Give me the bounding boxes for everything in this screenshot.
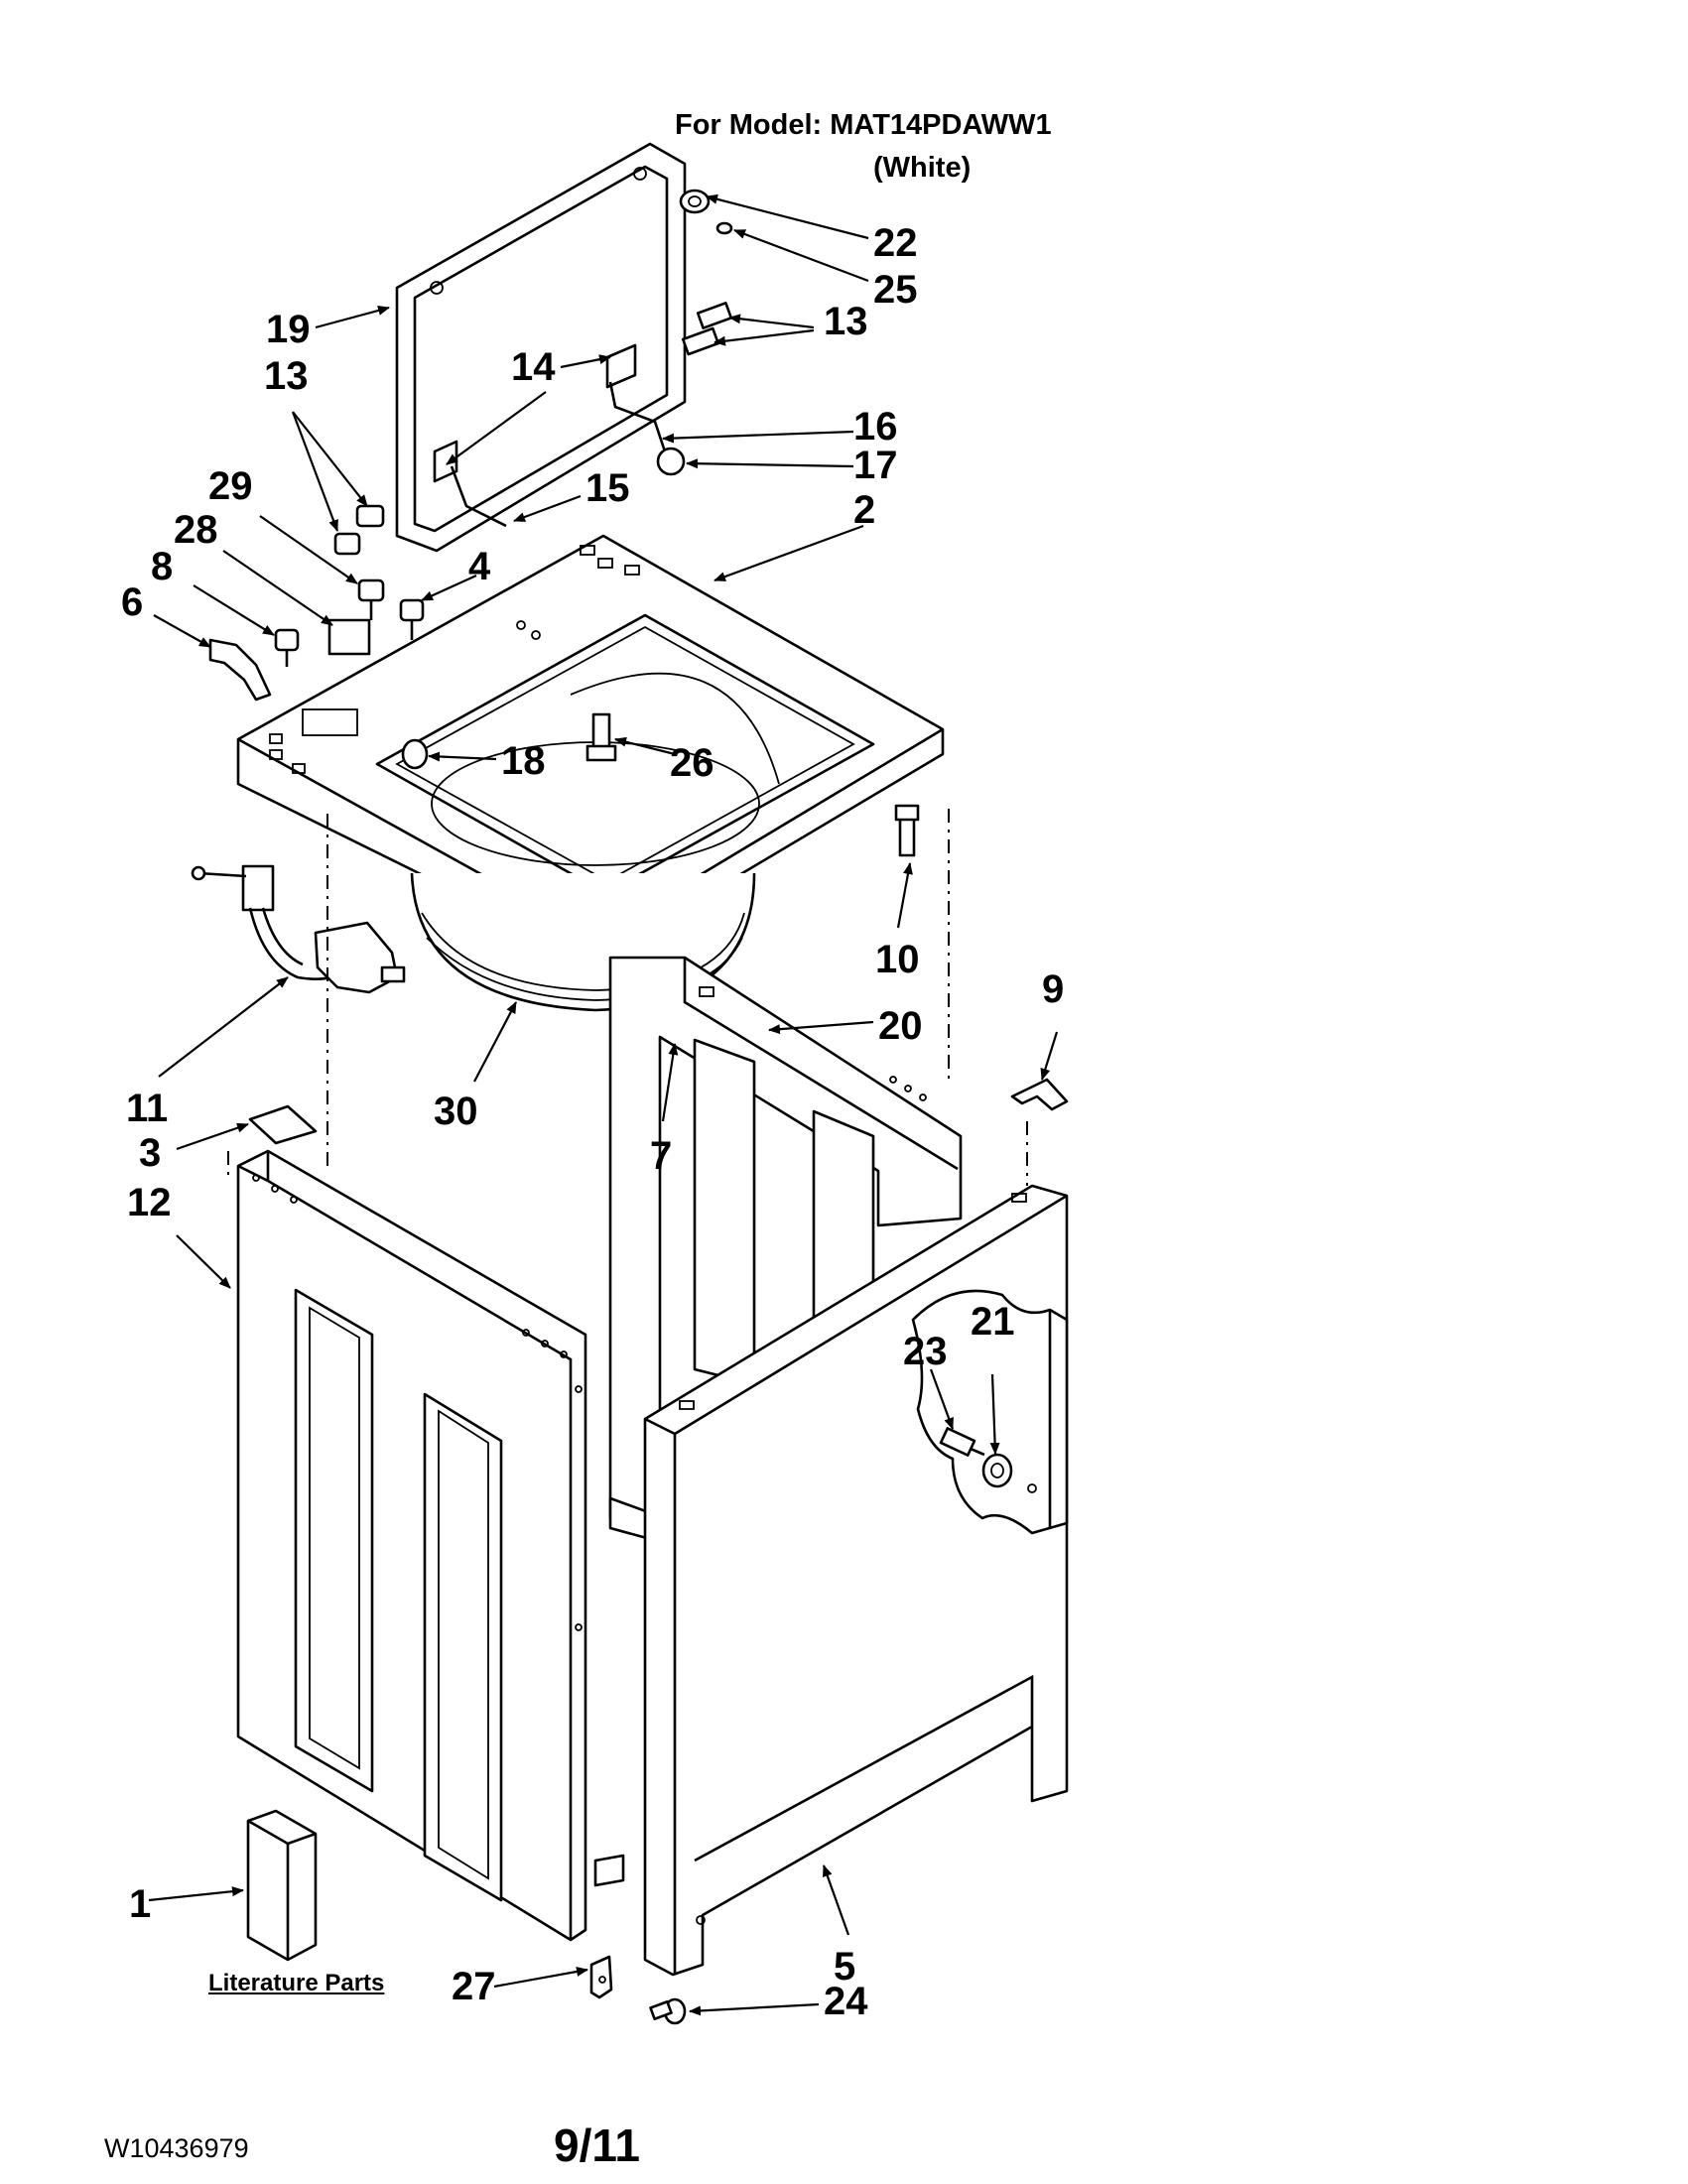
- lid-switch-harness: [191, 864, 406, 994]
- callout: 17: [853, 444, 898, 487]
- callout: 25: [873, 268, 918, 312]
- color-heading: (White): [873, 152, 972, 184]
- callout: 16: [853, 405, 898, 449]
- callout-numbers: 22 25 19 13 14 13 16 17 29 15 2 28 4 8 6…: [121, 221, 1064, 2023]
- callout: 10: [875, 938, 920, 981]
- callout: 7: [650, 1134, 672, 1178]
- callout: 30: [434, 1090, 478, 1133]
- callout: 27: [452, 1965, 496, 2008]
- callout: 28: [174, 508, 218, 552]
- callout: 11: [126, 1087, 168, 1130]
- callout: 22: [873, 221, 918, 265]
- callout: 13: [824, 300, 868, 343]
- callout: 21: [971, 1300, 1015, 1344]
- document-code: W10436979: [104, 2133, 249, 2163]
- callout: 8: [151, 545, 173, 588]
- leveling-foot: [894, 804, 920, 857]
- callout: 3: [139, 1131, 161, 1175]
- bottom-fasteners: [589, 1955, 687, 2025]
- callout: 26: [670, 741, 714, 785]
- top-fasteners: [656, 189, 733, 476]
- model-heading: For Model: MAT14PDAWW1: [675, 109, 1052, 141]
- callout: 13: [264, 354, 309, 398]
- callout: 12: [127, 1181, 172, 1224]
- top-panel: [236, 534, 945, 963]
- callout: 2: [853, 488, 875, 532]
- callout: 5: [834, 1945, 855, 1989]
- clip-9: [1010, 1078, 1069, 1111]
- leader-lines: [148, 193, 1059, 2016]
- callout: 15: [585, 466, 630, 510]
- literature-pack: [246, 1809, 318, 1962]
- callout: 6: [121, 580, 143, 624]
- pad-3: [248, 1104, 318, 1145]
- left-fasteners: [208, 504, 425, 702]
- callout: 20: [878, 1004, 923, 1048]
- callout: 19: [266, 308, 311, 351]
- rear-cabinet-panel: [608, 956, 963, 1545]
- literature-parts-label: Literature Parts: [208, 1970, 385, 1996]
- callout: 14: [511, 345, 556, 389]
- callout: 4: [468, 545, 491, 588]
- callout: 1: [129, 1882, 151, 1926]
- hinge-assembly: [433, 343, 667, 528]
- callout: 24: [824, 1980, 868, 2023]
- callout: 29: [208, 464, 253, 508]
- page-number: 9/11: [554, 2120, 640, 2171]
- callout: 9: [1042, 967, 1064, 1011]
- callout: 18: [501, 739, 546, 783]
- left-side-panel: [236, 1149, 625, 1942]
- right-side-panel: [643, 1184, 1069, 1977]
- callout: 23: [903, 1330, 948, 1373]
